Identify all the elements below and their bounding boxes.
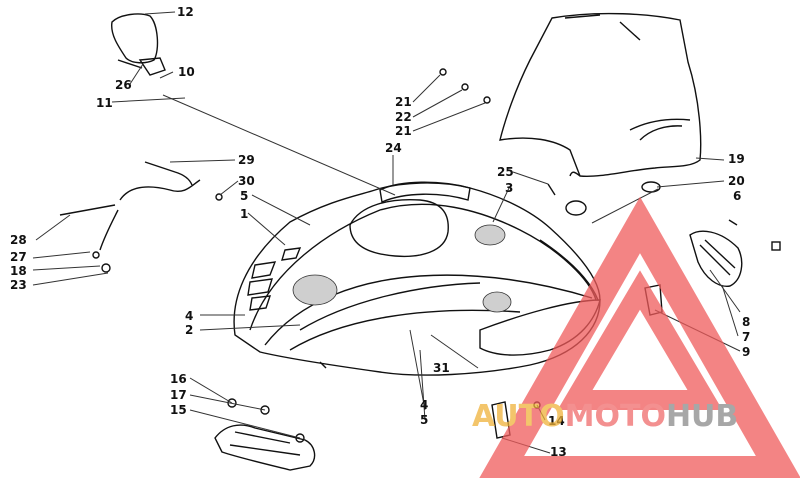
callout-12: 12: [177, 5, 194, 19]
callout-7: 7: [742, 330, 750, 344]
headlight-lens: [689, 230, 743, 287]
small-hardware: [92, 68, 781, 443]
hood-side-grille: [247, 247, 302, 311]
callout-10: 10: [178, 65, 195, 79]
callout-5-top: 5: [240, 189, 248, 203]
watermark-moto: MOTO: [565, 399, 666, 434]
callout-2: 2: [185, 323, 193, 337]
callout-29: 29: [238, 153, 255, 167]
callout-5-bottom: 5: [420, 413, 428, 427]
callout-23: 23: [10, 278, 27, 292]
callout-27: 27: [10, 250, 27, 264]
callout-6: 6: [733, 189, 741, 203]
callout-14: 14: [548, 414, 565, 428]
callout-8: 8: [742, 315, 750, 329]
callout-15: 15: [170, 403, 187, 417]
callout-31: 31: [433, 361, 450, 375]
cable-assembly: [59, 161, 201, 251]
callout-21-bottom: 21: [395, 124, 412, 138]
watermark-triangle-outer: [479, 196, 800, 478]
automotohub-watermark: AUTOMOTOHUB: [472, 196, 800, 478]
mirror-assembly: [111, 13, 166, 76]
callout-17: 17: [170, 388, 187, 402]
svg-text:AUTOMOTOHUB: AUTOMOTOHUB: [472, 399, 738, 434]
hood-decals: [292, 224, 601, 356]
callout-9: 9: [742, 345, 750, 359]
watermark-hub: HUB: [666, 399, 738, 434]
callout-13: 13: [550, 445, 567, 459]
callout-18: 18: [10, 264, 27, 278]
callout-20: 20: [728, 174, 745, 188]
hood-body: [233, 182, 601, 376]
leader-lines: [32, 11, 741, 454]
watermark-triangle-inner: [557, 270, 723, 410]
callout-21-top: 21: [395, 95, 412, 109]
callout-16: 16: [170, 372, 187, 386]
callout-4-left: 4: [185, 309, 193, 323]
lower-bracket: [214, 424, 316, 471]
callout-28: 28: [10, 233, 27, 247]
callout-24: 24: [385, 141, 402, 155]
callout-3: 3: [505, 181, 513, 195]
callout-labels: 12 26 10 11 29 30 24 5 1 28 27 18 23 25 …: [10, 5, 750, 459]
callout-25: 25: [497, 165, 514, 179]
watermark-auto: AUTO: [472, 399, 565, 434]
callout-11: 11: [96, 96, 113, 110]
callout-19: 19: [728, 152, 745, 166]
callout-30: 30: [238, 174, 255, 188]
hood-vent-opening: [349, 181, 471, 258]
callout-22: 22: [395, 110, 412, 124]
windshield: [499, 12, 702, 178]
callout-1: 1: [240, 207, 248, 221]
callout-4-bottom: 4: [420, 398, 428, 412]
callout-26: 26: [115, 78, 132, 92]
